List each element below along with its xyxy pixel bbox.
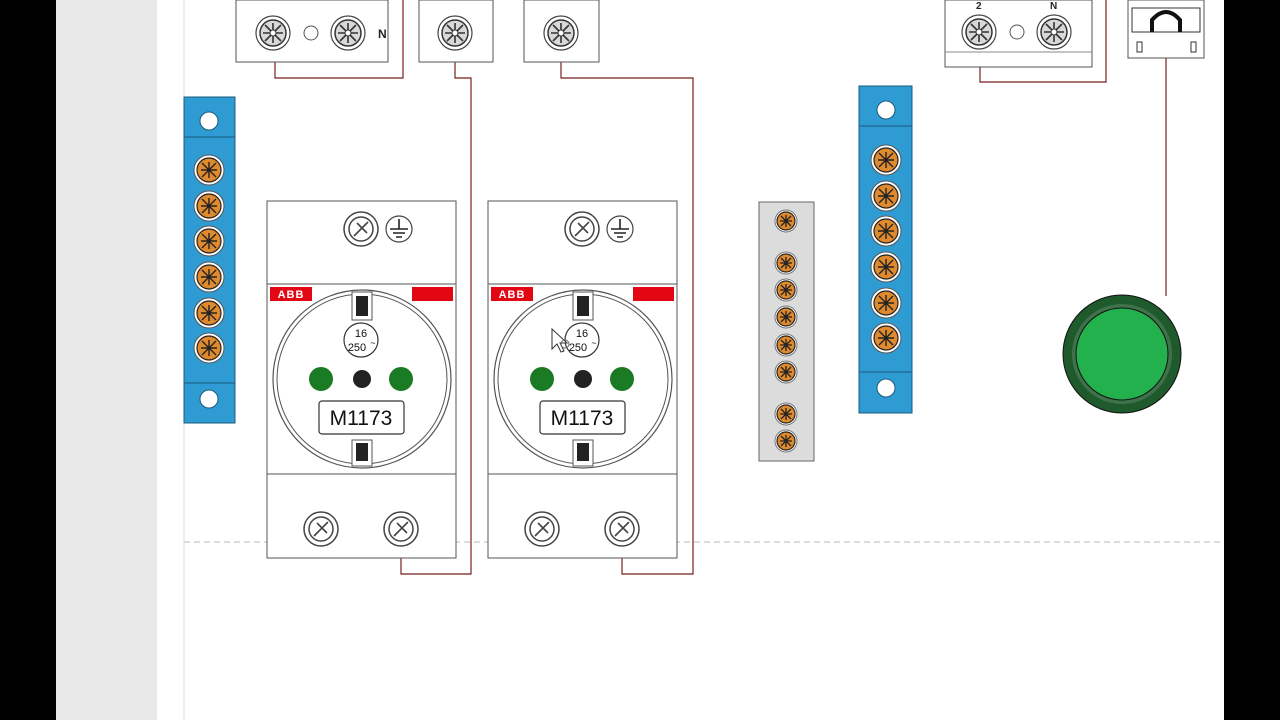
screw-terminal-icon[interactable] xyxy=(774,429,798,453)
abb-logo xyxy=(491,287,533,301)
earth-clip-top xyxy=(577,296,589,316)
socket-contact-left xyxy=(309,367,333,391)
screw-terminal-icon[interactable] xyxy=(543,15,579,51)
screw-terminal-icon[interactable] xyxy=(383,511,419,547)
screw-terminal-icon[interactable] xyxy=(255,15,291,51)
svg-text:16: 16 xyxy=(355,328,367,340)
screw-terminal-icon[interactable] xyxy=(870,322,902,354)
breaker-block-left[interactable]: N xyxy=(235,0,389,63)
screw-terminal-icon[interactable] xyxy=(193,297,225,329)
socket-contact-right xyxy=(610,367,634,391)
mount-hole xyxy=(876,100,896,120)
status-red-bar xyxy=(633,287,674,301)
screw-terminal-icon[interactable] xyxy=(774,209,798,233)
screw-terminal-icon[interactable] xyxy=(193,332,225,364)
mouse-cursor-icon xyxy=(551,327,570,353)
pilot-lamp-icon[interactable] xyxy=(1062,294,1182,414)
breaker-single-2[interactable] xyxy=(523,0,600,63)
screw-terminal-icon[interactable] xyxy=(193,154,225,186)
socket-contact-right xyxy=(389,367,413,391)
switch-device[interactable] xyxy=(1127,0,1205,59)
earth-clip-bottom xyxy=(356,443,368,461)
earth-clip-bottom xyxy=(577,443,589,461)
breaker-single-1[interactable] xyxy=(418,0,494,63)
neutral-label: N xyxy=(1050,1,1057,12)
screw-terminal-icon[interactable] xyxy=(774,278,798,302)
left-panel xyxy=(56,0,157,720)
neutral-label: N xyxy=(378,27,387,41)
screw-terminal-icon[interactable] xyxy=(774,251,798,275)
ground-symbol-icon xyxy=(606,215,634,243)
din-socket-1[interactable]: ABB 16 250 ~ M1173 xyxy=(266,200,457,559)
screw-terminal-icon[interactable] xyxy=(774,305,798,329)
model-label-box xyxy=(539,400,626,435)
screw-terminal-icon[interactable] xyxy=(604,511,640,547)
model-label: M1173 xyxy=(551,407,614,430)
earth-clip-top xyxy=(356,296,368,316)
socket-center xyxy=(574,370,592,388)
svg-text:250: 250 xyxy=(348,342,366,354)
screw-terminal-icon[interactable] xyxy=(193,261,225,293)
socket-contact-left xyxy=(530,367,554,391)
status-red-bar xyxy=(412,287,453,301)
screw-terminal-icon[interactable] xyxy=(774,402,798,426)
model-label-box xyxy=(318,400,405,435)
ground-symbol-icon xyxy=(385,215,413,243)
left-black-margin xyxy=(0,0,56,720)
screw-terminal-icon[interactable] xyxy=(774,333,798,357)
svg-text:~: ~ xyxy=(591,338,596,348)
mount-hole xyxy=(876,378,896,398)
screw-terminal-icon[interactable] xyxy=(193,225,225,257)
mount-hole xyxy=(199,111,219,131)
wires xyxy=(274,0,1167,575)
screw-terminal-icon[interactable] xyxy=(961,14,997,50)
screw-terminal-icon[interactable] xyxy=(870,251,902,283)
screw-terminal-icon[interactable] xyxy=(870,180,902,212)
model-label: M1173 xyxy=(330,407,393,430)
screw-terminal-icon[interactable] xyxy=(303,511,339,547)
screw-terminal-icon[interactable] xyxy=(524,511,560,547)
indicator-hole xyxy=(1009,24,1025,40)
din-socket-2[interactable]: ABB 16 250 ~ M1173 xyxy=(487,200,678,559)
screw-terminal-icon[interactable] xyxy=(330,15,366,51)
breaker-block-right[interactable]: 2 N xyxy=(944,0,1093,68)
abb-logo xyxy=(270,287,312,301)
screw-terminal-icon[interactable] xyxy=(870,215,902,247)
screw-terminal-icon[interactable] xyxy=(564,211,600,247)
screw-terminal-icon[interactable] xyxy=(193,190,225,222)
rating-badge xyxy=(343,322,379,358)
screw-terminal-icon[interactable] xyxy=(1036,14,1072,50)
pole-label: 2 xyxy=(976,1,982,12)
terminal-rail-gray[interactable] xyxy=(758,201,815,462)
screw-terminal-icon[interactable] xyxy=(437,15,473,51)
right-black-margin xyxy=(1224,0,1280,720)
screw-terminal-icon[interactable] xyxy=(870,287,902,319)
screw-terminal-icon[interactable] xyxy=(870,144,902,176)
brand-label: ABB xyxy=(499,289,526,301)
terminal-rail-blue-left[interactable] xyxy=(183,96,236,424)
brand-label: ABB xyxy=(278,289,305,301)
svg-text:~: ~ xyxy=(370,338,375,348)
socket-center xyxy=(353,370,371,388)
indicator-hole xyxy=(303,25,319,41)
mount-hole xyxy=(199,389,219,409)
screw-terminal-icon[interactable] xyxy=(343,211,379,247)
terminal-rail-blue-right[interactable] xyxy=(858,85,913,414)
svg-text:16: 16 xyxy=(576,328,588,340)
screw-terminal-icon[interactable] xyxy=(774,360,798,384)
svg-text:250: 250 xyxy=(569,342,587,354)
